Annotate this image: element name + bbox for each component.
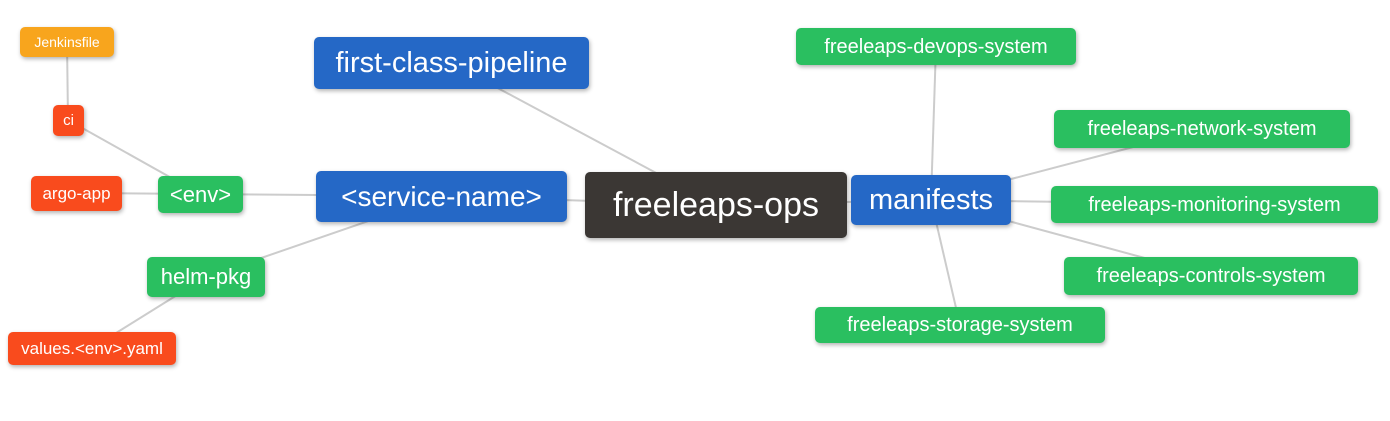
node-freeleaps-ops[interactable]: freeleaps-ops: [585, 172, 847, 238]
node-manifests[interactable]: manifests: [851, 175, 1011, 225]
edge-manifests-devops-system: [930, 45, 937, 201]
node-env[interactable]: <env>: [158, 176, 243, 213]
node-freeleaps-network-system[interactable]: freeleaps-network-system: [1054, 110, 1350, 148]
node-helm-pkg[interactable]: helm-pkg: [147, 257, 265, 297]
node-service-name[interactable]: <service-name>: [316, 171, 567, 222]
node-values-env-yaml[interactable]: values.<env>.yaml: [8, 332, 176, 365]
node-argo-app[interactable]: argo-app: [31, 176, 122, 211]
node-ci[interactable]: ci: [53, 105, 84, 136]
node-freeleaps-storage-system[interactable]: freeleaps-storage-system: [815, 307, 1105, 343]
node-jenkinsfile[interactable]: Jenkinsfile: [20, 27, 114, 57]
node-first-class-pipeline[interactable]: first-class-pipeline: [314, 37, 589, 89]
node-freeleaps-controls-system[interactable]: freeleaps-controls-system: [1064, 257, 1358, 295]
node-freeleaps-monitoring-system[interactable]: freeleaps-monitoring-system: [1051, 186, 1378, 223]
node-freeleaps-devops-system[interactable]: freeleaps-devops-system: [796, 28, 1076, 65]
